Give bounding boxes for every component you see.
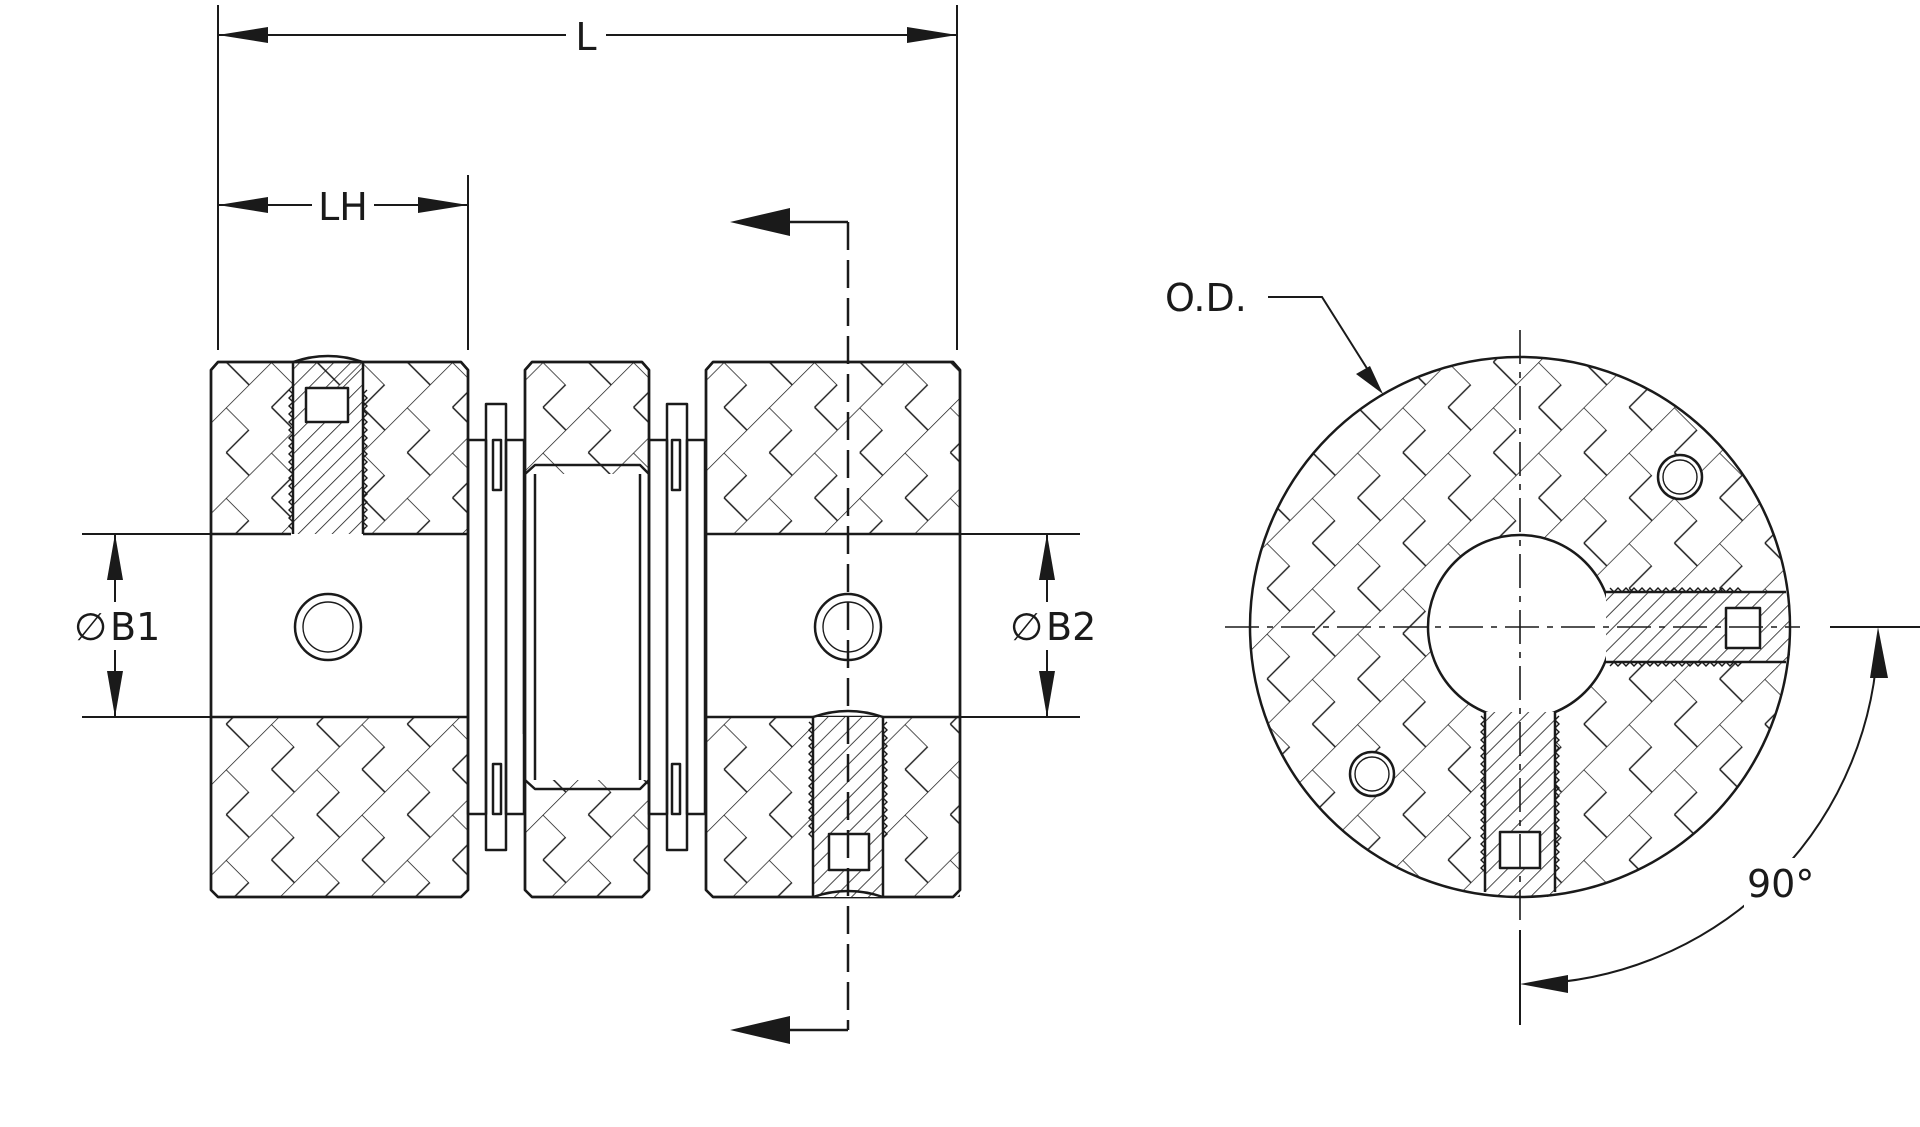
end-section-view: O.D. 90°	[1165, 276, 1920, 1025]
right-disc-pack	[647, 402, 707, 852]
od-callout: O.D.	[1165, 276, 1383, 394]
right-hub	[704, 360, 962, 899]
dimension-bore-1: ∅ B1	[70, 533, 211, 718]
dimension-b1-symbol: ∅	[74, 605, 107, 649]
angle-dimension: 90°	[1520, 627, 1888, 993]
left-disc-pack	[466, 402, 526, 852]
dimension-lh-label: LH	[318, 185, 368, 229]
dimension-b1-label: B1	[110, 605, 160, 649]
center-spacer	[523, 360, 651, 899]
dimension-l-label: L	[575, 15, 596, 59]
dimension-overall-length: L	[217, 5, 958, 350]
angle-90-label: 90°	[1747, 862, 1814, 906]
dimension-b2-symbol: ∅	[1010, 605, 1043, 649]
od-label: O.D.	[1165, 276, 1247, 320]
section-cut-line	[730, 208, 850, 1044]
left-hub-hole	[293, 592, 363, 662]
right-hub-set-screw	[808, 709, 888, 899]
left-hub-set-screw	[288, 354, 368, 538]
left-hub	[209, 354, 470, 899]
end-view-mounting-hole-top-right	[1656, 453, 1704, 501]
end-view-mounting-hole-bottom-left	[1348, 750, 1396, 798]
dimension-hub-length: LH	[218, 175, 469, 350]
side-section-view: L LH ∅ B1	[70, 5, 1096, 1044]
dimension-b2-label: B2	[1046, 605, 1096, 649]
dimension-bore-2: ∅ B2	[960, 533, 1096, 718]
